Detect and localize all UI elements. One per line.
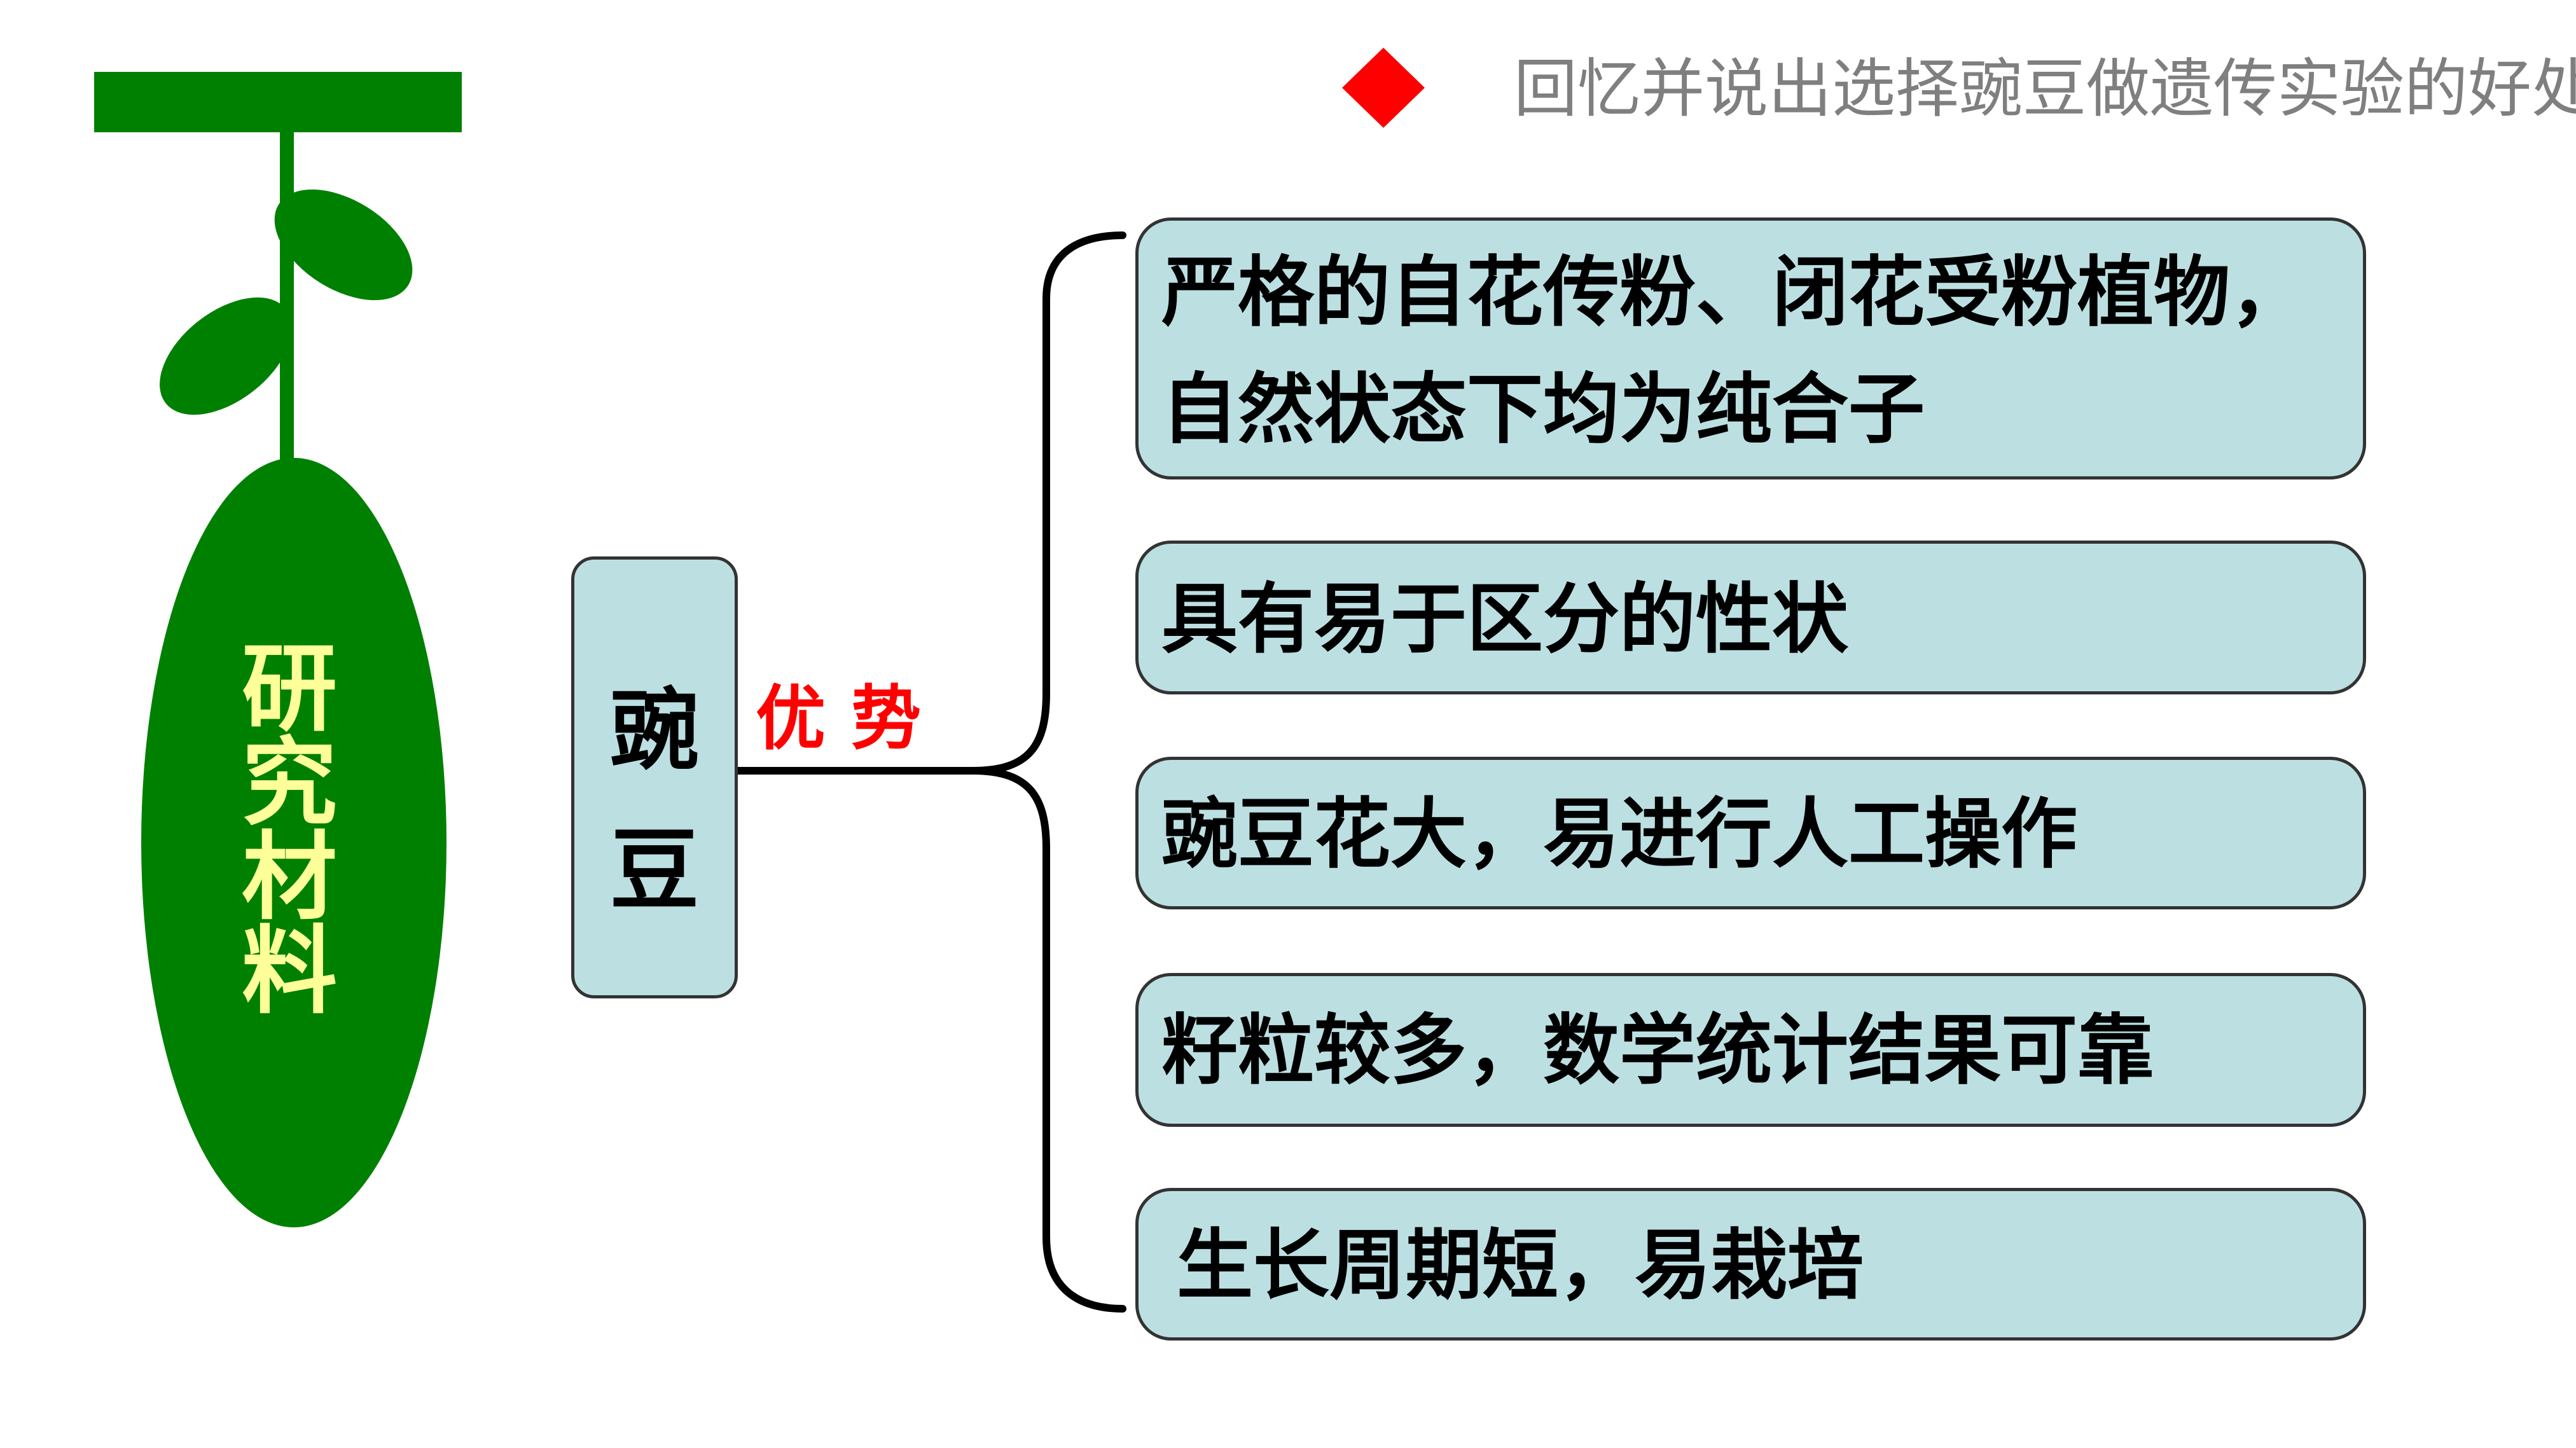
- advantage-text-3: 豌豆花大，易进行人工操作: [1161, 790, 2077, 879]
- plant-leaf-lower: [160, 297, 292, 415]
- pea-label: 豌 豆: [609, 679, 699, 923]
- advantage-text-2: 具有易于区分的性状: [1161, 576, 1848, 664]
- plant-crossbar: [94, 72, 462, 132]
- header-title: 回忆并说出选择豌豆做遗传实验的好处: [1514, 52, 2576, 126]
- advantage-text-1: 严格的自花传粉、闭花受粉植物， 自然状态下均为纯合子: [1161, 249, 2306, 454]
- advantage-label: 优势: [756, 678, 946, 759]
- plant-stem: [280, 127, 294, 471]
- diamond-bullet-icon: [1342, 48, 1425, 128]
- advantage-card-2: 具有易于区分的性状: [1135, 541, 2366, 694]
- curly-brace: [973, 231, 1126, 1313]
- plant-pod: [141, 458, 447, 1227]
- advantage-card-5: 生长周期短，易栽培: [1135, 1188, 2366, 1341]
- advantage-card-1: 严格的自花传粉、闭花受粉植物， 自然状态下均为纯合子: [1135, 217, 2366, 479]
- advantage-text-4: 籽粒较多，数学统计结果可靠: [1161, 1007, 2154, 1095]
- plant-label: 研 究 材 料: [241, 634, 337, 1027]
- pea-box: [571, 556, 738, 998]
- plant-leaf-upper: [274, 190, 413, 300]
- advantage-card-3: 豌豆花大，易进行人工操作: [1135, 757, 2366, 909]
- advantage-text-5: 生长周期短，易栽培: [1177, 1222, 1864, 1310]
- advantage-card-4: 籽粒较多，数学统计结果可靠: [1135, 973, 2366, 1127]
